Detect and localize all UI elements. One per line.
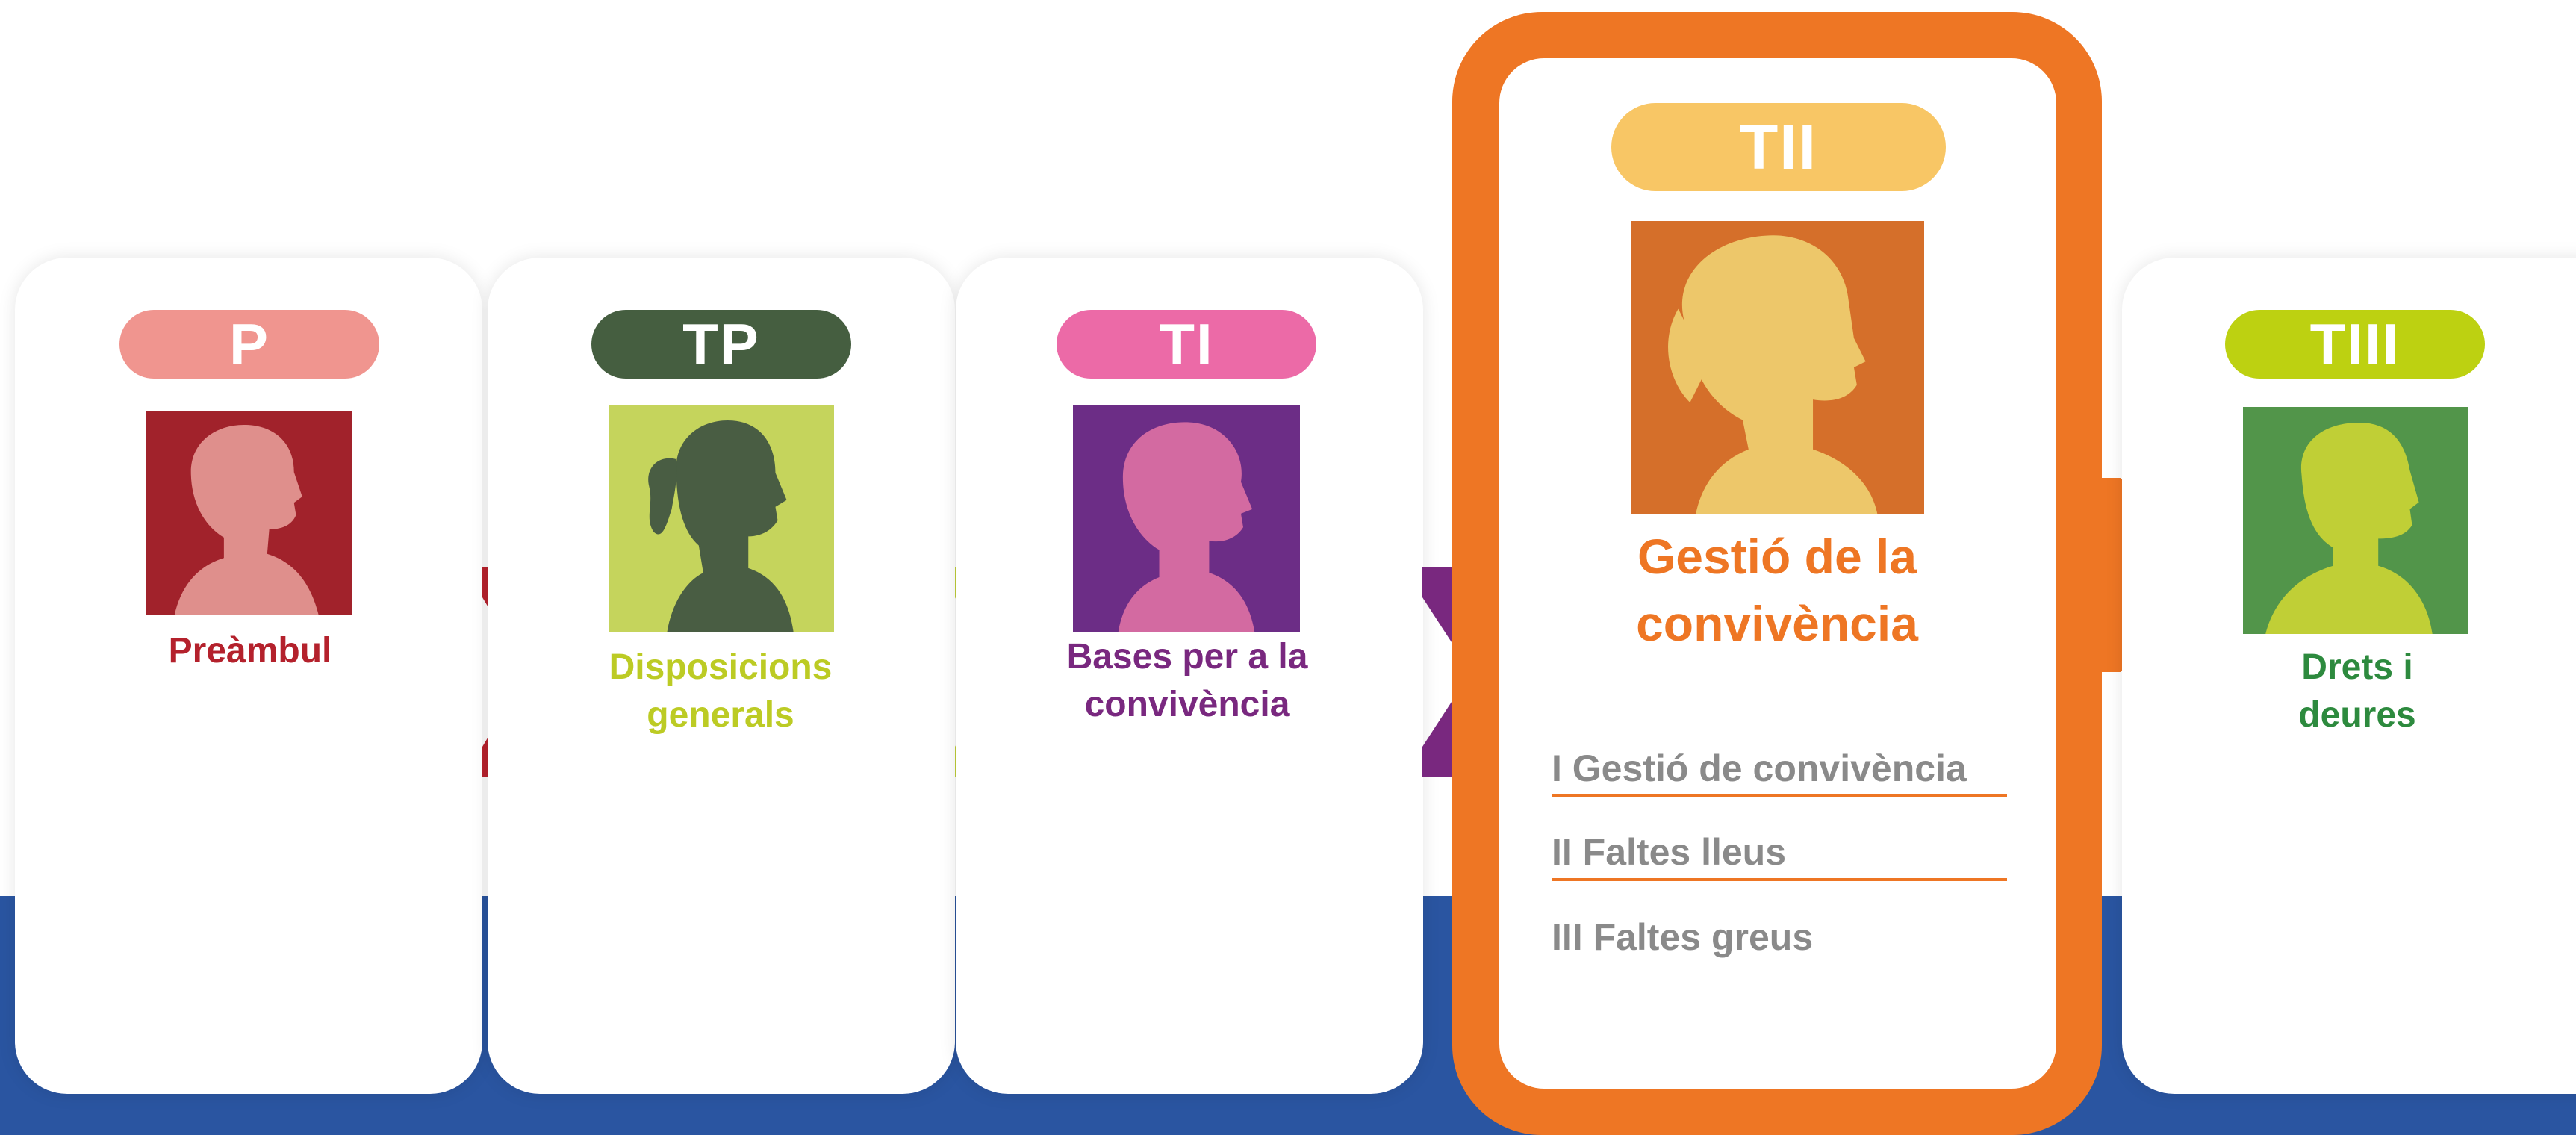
child-silhouette-icon <box>146 411 352 615</box>
step-title-tii: Gestió de la convivència <box>1636 529 1918 651</box>
step-badge-tp: TP <box>591 310 851 379</box>
child-silhouette-icon <box>1073 405 1300 632</box>
step-card-tp[interactable] <box>488 258 955 1094</box>
step-badge-p: P <box>119 310 379 379</box>
subitem-link[interactable]: II Faltes lleus <box>1552 826 2007 881</box>
step-badge-tii: TII <box>1611 103 1946 191</box>
subitem-link[interactable]: III Faltes greus <box>1552 916 1814 958</box>
step-title-tp: Disposicions generals <box>609 647 833 735</box>
step-card-tiii[interactable] <box>2122 258 2576 1094</box>
step-title-tiii: Drets i deures <box>2298 647 2416 735</box>
step-card-p[interactable] <box>15 258 482 1094</box>
step-badge-ti: TI <box>1057 310 1316 379</box>
child-silhouette-icon <box>1631 221 1924 514</box>
subitem-link[interactable]: I Gestió de convivència <box>1552 742 2007 797</box>
child-silhouette-icon <box>609 405 834 632</box>
step-card-ti[interactable] <box>956 258 1423 1094</box>
child-silhouette-icon <box>2243 407 2468 634</box>
step-badge-tiii: TIII <box>2225 310 2485 379</box>
step-title-p: Preàmbul <box>168 631 332 671</box>
step-title-ti: Bases per a la convivència <box>1066 637 1308 724</box>
